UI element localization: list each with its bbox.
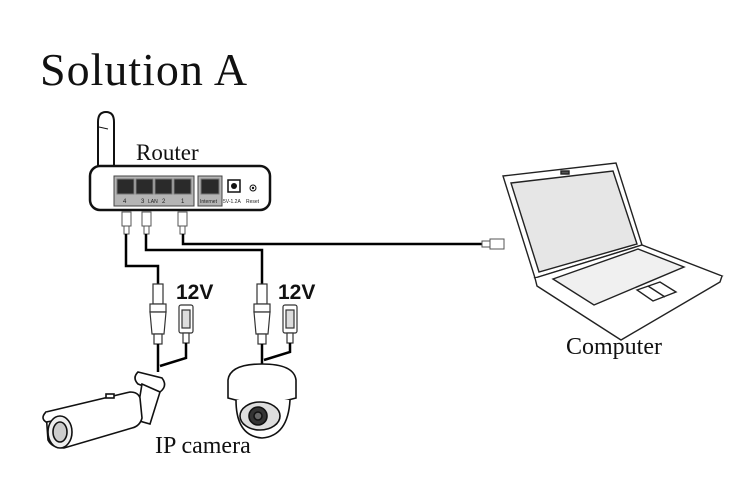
voltage-label-1: 12V [176, 281, 214, 304]
lan-ports [116, 178, 192, 195]
lan-port-label-1: 1 [181, 199, 185, 205]
rj45-plug [121, 211, 132, 227]
power-cable-2 [263, 343, 292, 362]
ip-camera-label: IP camera [155, 433, 251, 459]
cable-port4-bullet [124, 234, 160, 284]
lan-port-3 [135, 178, 154, 195]
lan-port-label-4: 4 [123, 199, 127, 205]
router-label: Router [136, 140, 199, 165]
power-cable-1 [159, 343, 188, 368]
router-plugs [121, 211, 188, 235]
poe-connector-2 [253, 283, 271, 345]
bullet-camera [42, 371, 166, 449]
ethernet-cables [124, 234, 482, 284]
laptop [502, 162, 724, 341]
rj45-plug [177, 211, 188, 227]
webcam [560, 170, 570, 175]
laptop-screen [510, 170, 638, 273]
lan-port-1 [173, 178, 192, 195]
lan-port-2 [154, 178, 173, 195]
dc-power-plug-1 [178, 304, 194, 344]
lan-port-label-2: 2 [162, 199, 166, 205]
rj45-plug [141, 211, 152, 227]
keyboard [551, 248, 686, 306]
computer-label: Computer [566, 334, 662, 360]
power-label: 5V-1.2A [223, 199, 241, 205]
computer-plug [481, 238, 505, 250]
cable-port3-dome [144, 234, 264, 284]
router: 4 3 LAN 2 1 Internet 5V-1.2A Reset [88, 110, 272, 212]
lan-port-label-3: 3 [141, 199, 145, 205]
dc-power-plug-2 [282, 304, 298, 344]
reset-label: Reset [246, 199, 260, 205]
cable-port1-computer [181, 234, 482, 246]
lan-group-label: LAN [148, 199, 158, 205]
diagram-title: Solution A [40, 44, 249, 95]
wan-port [200, 178, 220, 195]
voltage-label-2: 12V [278, 281, 316, 304]
lan-port-4 [116, 178, 135, 195]
wan-port-label: Internet [200, 199, 218, 205]
poe-connector-1 [149, 283, 167, 345]
dome-camera [227, 363, 297, 439]
